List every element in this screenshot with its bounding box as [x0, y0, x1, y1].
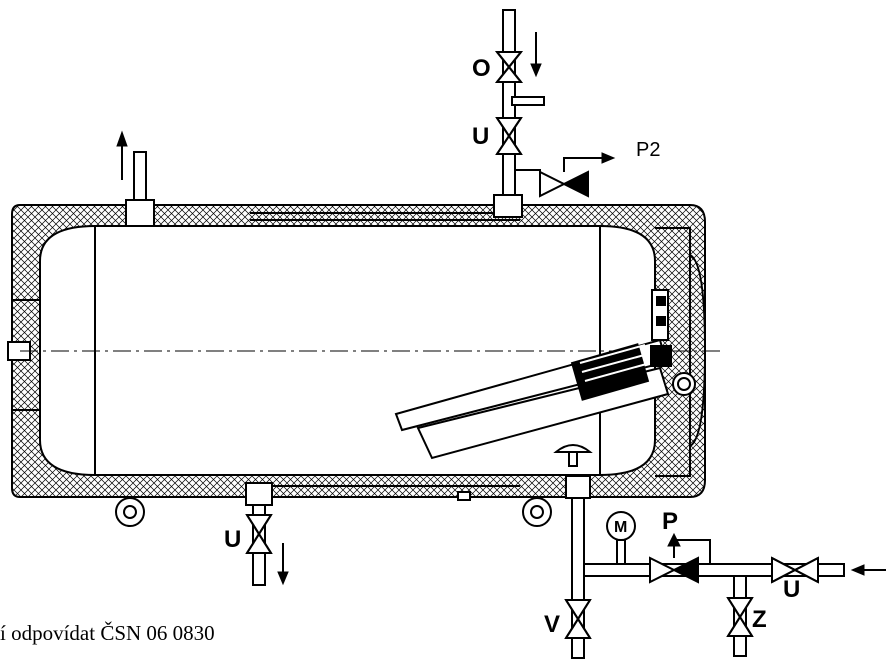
bottom-drain-assembly — [245, 482, 289, 586]
heating-element — [394, 289, 696, 460]
label-valve-v: V — [544, 611, 560, 638]
label-valve-o: O — [472, 55, 491, 82]
down-arrow-icon — [530, 63, 542, 78]
label-valve-u-bottom: U — [224, 526, 241, 553]
wall-brackets — [115, 491, 552, 527]
label-valve-p2: P2 — [636, 139, 660, 161]
label-valve-z: Z — [752, 606, 767, 633]
label-valve-u-inlet: U — [783, 576, 800, 603]
hot-water-outlet — [116, 130, 155, 227]
footer-note: í odpovídat ČSN 06 0830 — [0, 621, 215, 645]
right-arrow-icon — [601, 152, 616, 164]
manometer-icon — [606, 511, 636, 541]
label-valve-p: P — [662, 508, 678, 535]
down-arrow-icon — [277, 571, 289, 586]
label-manometer: M — [614, 519, 627, 536]
cold-inlet-assembly — [553, 444, 886, 659]
top-inlet-assembly — [493, 9, 616, 218]
up-arrow-icon — [116, 130, 128, 147]
left-arrow-icon — [850, 564, 865, 576]
label-valve-u-top: U — [472, 123, 489, 150]
